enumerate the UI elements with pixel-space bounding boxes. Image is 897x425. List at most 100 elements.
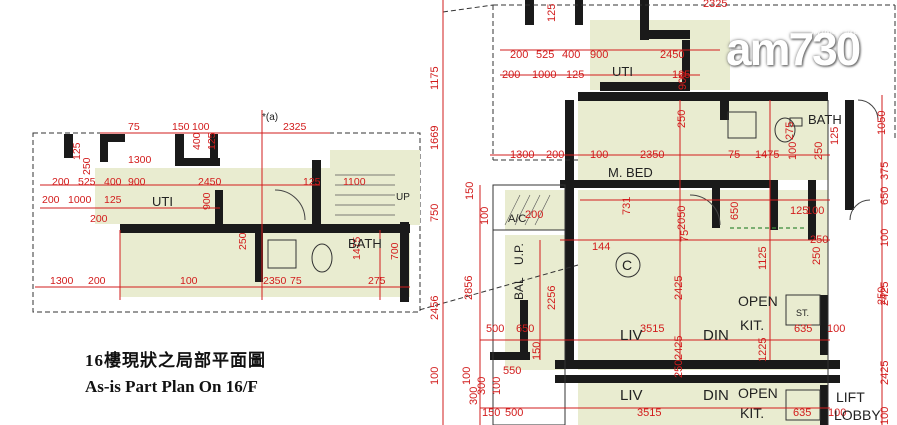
dimension-label: 100 xyxy=(479,207,491,225)
dimension-label: 200 xyxy=(88,275,106,287)
dimension-label: 100 xyxy=(827,323,845,335)
dimension-label: 200 xyxy=(42,194,60,206)
dimension-label: 2425 xyxy=(879,361,891,385)
dimension-label: 1125 xyxy=(757,246,769,270)
dimension-label: 375 xyxy=(879,162,891,180)
dimension-label: 1175 xyxy=(429,66,441,90)
am730-logo: am730 xyxy=(726,23,861,75)
room-label-ac: A/C xyxy=(508,213,526,225)
room-label-kit-lower: KIT. xyxy=(740,405,764,421)
dimension-label: 275 xyxy=(368,275,386,287)
dimension-label: 1300 xyxy=(50,275,74,287)
dimension-label: 400 xyxy=(562,49,580,61)
dimension-label: 2456 xyxy=(429,296,441,320)
dimension-label: 3515 xyxy=(640,323,664,335)
dimension-label: 100 xyxy=(491,377,503,395)
dimension-label: 100 xyxy=(879,229,891,247)
dimension-label: 200 xyxy=(510,49,528,61)
dimension-label: 200 xyxy=(502,69,520,81)
dimension-label: 100 xyxy=(806,205,824,217)
room-label-up: U.P. xyxy=(512,243,526,265)
dimension-label: 400 xyxy=(191,132,203,150)
dimension-label: 1050 xyxy=(876,111,888,135)
dimension-label: 125 xyxy=(303,176,321,188)
dimension-label: 275 xyxy=(784,122,796,140)
dimension-label: 200 xyxy=(525,209,543,221)
dimension-label: 200 xyxy=(90,213,108,225)
dimension-label: 100 xyxy=(828,407,846,419)
unit-label-c: C xyxy=(622,257,632,273)
dimension-label: 550 xyxy=(503,365,521,377)
room-label-din-lower: DIN xyxy=(703,387,729,404)
dimension-label: 144 xyxy=(592,241,610,253)
am730-tagline: my choice · my paper xyxy=(812,30,870,36)
dimension-label: 2450 xyxy=(198,176,222,188)
dimension-label: 250 xyxy=(876,287,888,305)
dimension-label: 525 xyxy=(536,49,554,61)
room-label-bath-inset: BATH xyxy=(348,236,382,251)
dimension-label: 900 xyxy=(590,49,608,61)
dimension-label: 100 xyxy=(192,121,210,133)
dimension-label: 250 xyxy=(81,157,93,175)
dimension-label: 200 xyxy=(52,176,70,188)
dimension-label: 75 xyxy=(728,149,740,161)
room-label-uti-inset: UTI xyxy=(152,194,173,209)
dimension-label: 150 xyxy=(464,182,476,200)
dimension-label: 3515 xyxy=(637,407,661,419)
dimension-label: 2450 xyxy=(660,49,684,61)
dimension-label: 125 xyxy=(206,132,218,150)
dimension-label: 2050 xyxy=(676,206,688,230)
dimension-label: 300 xyxy=(476,377,488,395)
note-label: *(a) xyxy=(262,112,278,123)
dimension-label: 635 xyxy=(793,407,811,419)
room-label-open: OPEN xyxy=(738,293,778,309)
dimension-label: 635 xyxy=(794,323,812,335)
room-label-bal: BAL xyxy=(512,277,526,300)
dimension-label: 250 xyxy=(676,110,688,128)
room-label-bath-main: BATH xyxy=(808,112,842,127)
caption-english: As-is Part Plan On 16/F xyxy=(85,377,258,396)
dimension-label: 400 xyxy=(104,176,122,188)
dimension-label: 1300 xyxy=(128,154,152,166)
dimension-label: 125 xyxy=(566,69,584,81)
dimension-label: 2425 xyxy=(879,282,891,306)
dimension-label: 750 xyxy=(429,204,441,222)
dimension-label: 2325 xyxy=(703,0,727,10)
dimension-label: 100 xyxy=(879,407,891,425)
dimension-label: 1669 xyxy=(429,126,441,150)
room-label-liv-lower: LIV xyxy=(620,387,643,404)
dimension-label: 2256 xyxy=(546,286,558,310)
dimension-label: 700 xyxy=(389,242,401,260)
dimension-label: 250 xyxy=(810,234,828,246)
dimension-label: 2350 xyxy=(263,275,287,287)
dimension-label: 125 xyxy=(546,4,558,22)
dimension-label: 250 xyxy=(813,142,825,160)
dimension-label: 150 xyxy=(172,121,190,133)
lift-label: LIFT xyxy=(836,389,865,405)
main-plan: 1252325200525400900200100012524501259002… xyxy=(411,0,896,425)
caption-chinese: 16樓現狀之局部平面圖 xyxy=(85,351,266,370)
dimension-label: 1225 xyxy=(757,338,769,362)
dimension-label: 300 xyxy=(468,387,480,405)
room-label-open-lower: OPEN xyxy=(738,385,778,401)
dimension-label: 150 xyxy=(531,342,543,360)
dimension-label: 100 xyxy=(461,367,473,385)
dimension-label: 125 xyxy=(104,194,122,206)
dimension-label: 1300 xyxy=(510,149,534,161)
dimension-label: 650 xyxy=(879,187,891,205)
dimension-label: 75 xyxy=(128,121,140,133)
dimension-label: 500 xyxy=(505,407,523,419)
room-label-mbed: M. BED xyxy=(608,165,653,180)
dimension-label: 100 xyxy=(180,275,198,287)
dimension-label: 250 xyxy=(237,232,249,250)
dimension-label: 1000 xyxy=(532,69,556,81)
dimension-label: 2425 xyxy=(673,276,685,300)
dimension-label: 2325 xyxy=(283,121,307,133)
dimension-label: 250 xyxy=(811,247,823,265)
dimension-label: 2856 xyxy=(463,276,475,300)
dimension-label: 125 xyxy=(829,127,841,145)
dimension-label: 250 xyxy=(673,360,685,378)
